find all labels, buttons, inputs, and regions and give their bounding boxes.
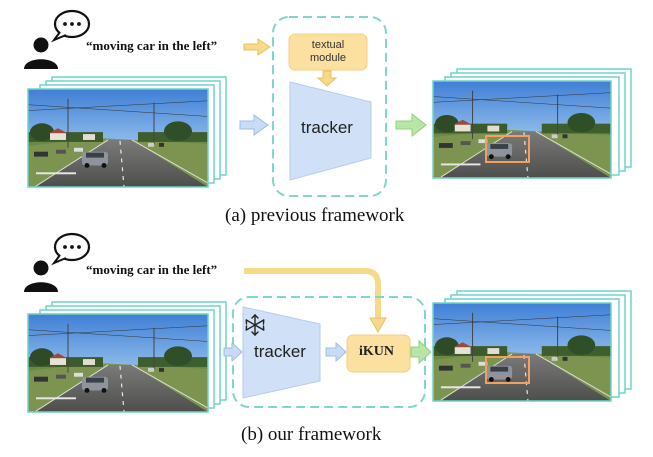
frame-image (28, 314, 208, 412)
arrow-text-to-module (244, 39, 270, 55)
arrow-tracker-to-output-top (396, 114, 426, 136)
query-text-top: “moving car in the left” (86, 38, 217, 54)
tracker-label-top: tracker (301, 118, 353, 138)
user-icon-top (23, 10, 93, 70)
output-frame-image (433, 81, 611, 178)
tracker-label-bottom: tracker (254, 342, 306, 362)
output-frames-bottom (433, 291, 631, 401)
input-frames-top (28, 77, 226, 187)
output-frames-top (433, 69, 631, 178)
textual-module-label-line2: module (289, 52, 367, 65)
query-text-bottom: “moving car in the left” (86, 262, 217, 278)
textual-module-label: textual module (289, 39, 367, 65)
caption-our-framework: (b) our framework (241, 424, 381, 446)
output-frame-image (433, 303, 611, 401)
frame-image (28, 89, 208, 187)
arrow-tracker-to-ikun (326, 343, 346, 361)
caption-previous-framework: (a) previous framework (225, 205, 404, 227)
user-icon-bottom (23, 232, 93, 294)
textual-module-label-line1: textual (289, 39, 367, 52)
arrow-frames-to-tracker (240, 115, 268, 135)
ikun-label: iKUN (359, 344, 394, 360)
input-frames-bottom (28, 302, 226, 412)
arrow-ikun-to-output (411, 341, 431, 363)
arrow-module-to-tracker (318, 71, 336, 86)
